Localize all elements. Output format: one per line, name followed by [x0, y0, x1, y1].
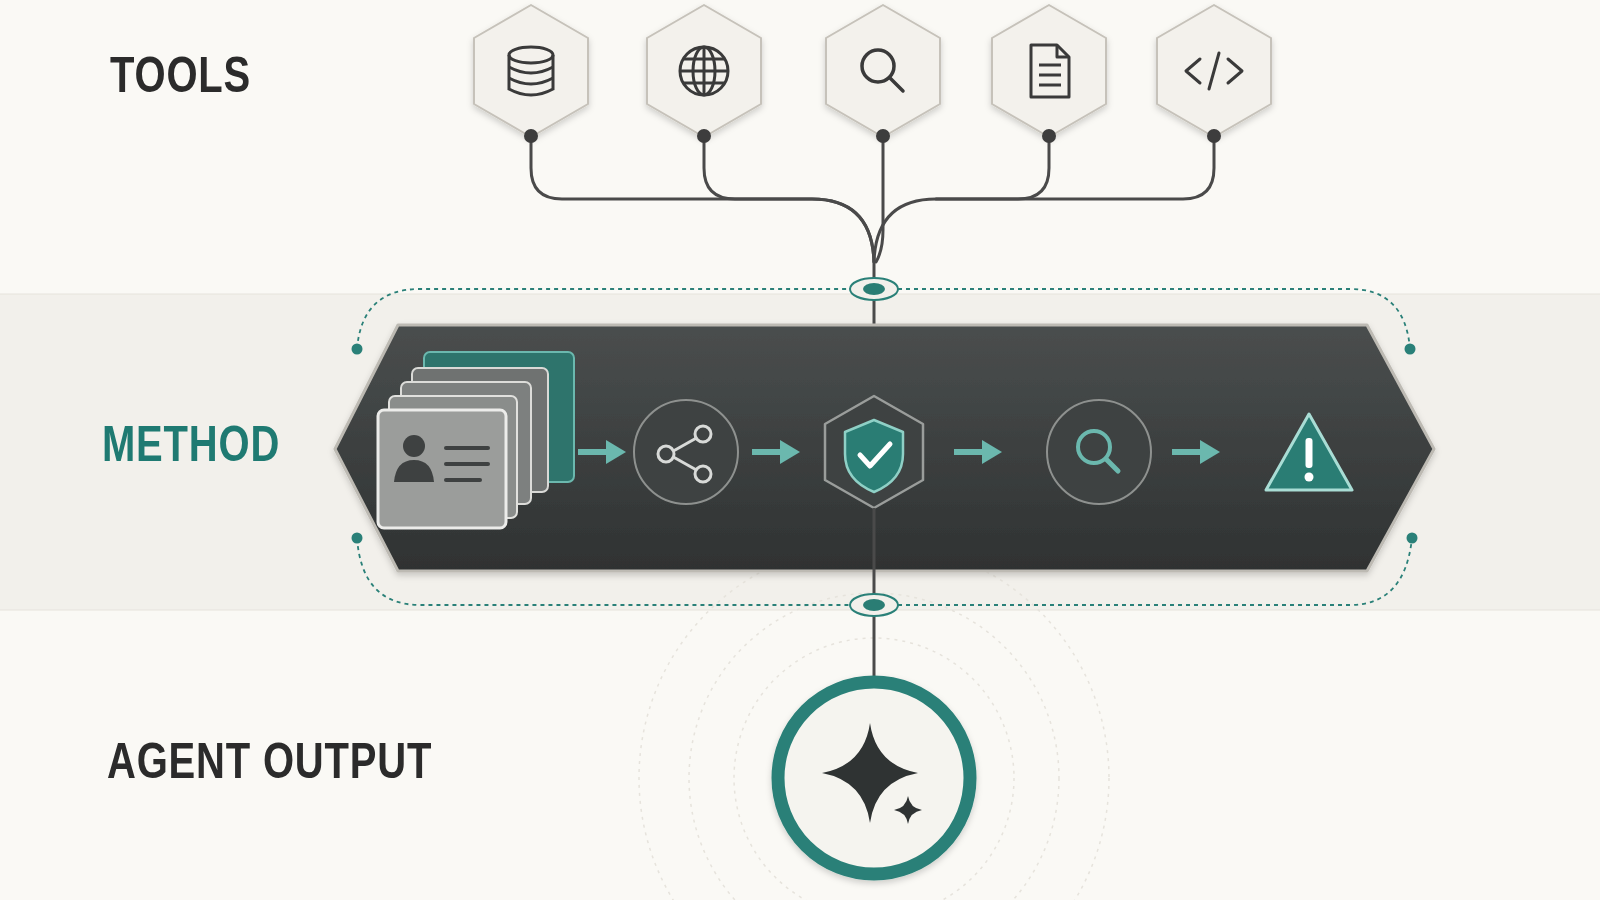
method-bar: [335, 325, 1434, 571]
inspect-step: [1047, 400, 1151, 504]
row-label: AGENT OUTPUT: [107, 734, 432, 789]
search-tool: [826, 5, 940, 137]
tool-wires: [531, 136, 1214, 289]
document-tool: [992, 5, 1106, 137]
row-label: TOOLS: [110, 48, 251, 103]
warning-step: [1266, 414, 1352, 490]
connector-ring: [850, 594, 898, 616]
output-halo: [639, 543, 1109, 900]
code-tool: [1157, 5, 1271, 137]
method-band: [0, 294, 1600, 610]
connector-ring: [850, 278, 898, 300]
web-tool: [647, 5, 761, 137]
share-step: [634, 400, 738, 504]
row-label: METHOD: [102, 417, 280, 472]
tool-icons: [474, 5, 1271, 143]
agent-output-icon: [778, 682, 970, 874]
verify-step: [825, 396, 923, 508]
profile-cards: [378, 352, 574, 528]
database-tool: [474, 5, 588, 137]
